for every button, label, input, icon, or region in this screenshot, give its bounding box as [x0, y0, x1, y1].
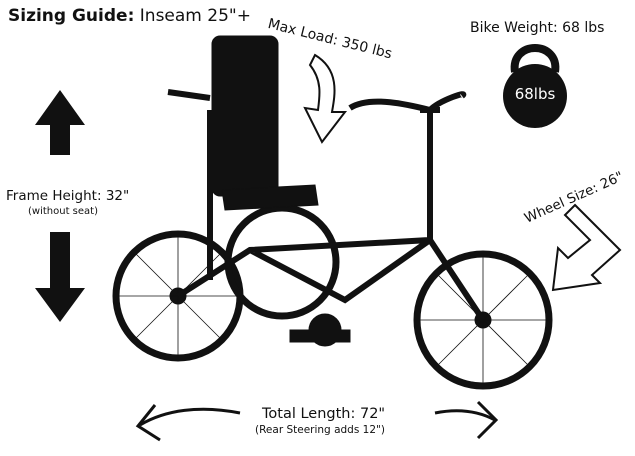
down-arrow-icon — [35, 232, 85, 322]
kettlebell-weight-badge: 68lbs — [514, 85, 556, 103]
right-curved-arrow-icon — [434, 400, 499, 440]
total-length-label: Total Length: 72" — [262, 406, 386, 422]
total-length-note: (Rear Steering adds 12") — [255, 424, 385, 436]
max-load-arrow-icon — [303, 53, 348, 144]
wheel-size-arrow-icon — [551, 203, 622, 292]
sizing-guide-label: Sizing Guide: — [8, 6, 135, 26]
inseam-value: Inseam 25"+ — [139, 6, 251, 26]
left-curved-arrow-icon — [135, 404, 241, 442]
up-arrow-icon — [35, 90, 85, 155]
sizing-guide-title: Sizing Guide: Inseam 25"+ — [8, 6, 251, 26]
kettlebell-icon — [503, 44, 567, 128]
frame-height-label: Frame Height: 32" — [6, 188, 130, 204]
bike-weight-label: Bike Weight: 68 lbs — [470, 20, 605, 36]
tricycle — [112, 35, 553, 390]
frame-height-note: (without seat) — [28, 206, 98, 217]
